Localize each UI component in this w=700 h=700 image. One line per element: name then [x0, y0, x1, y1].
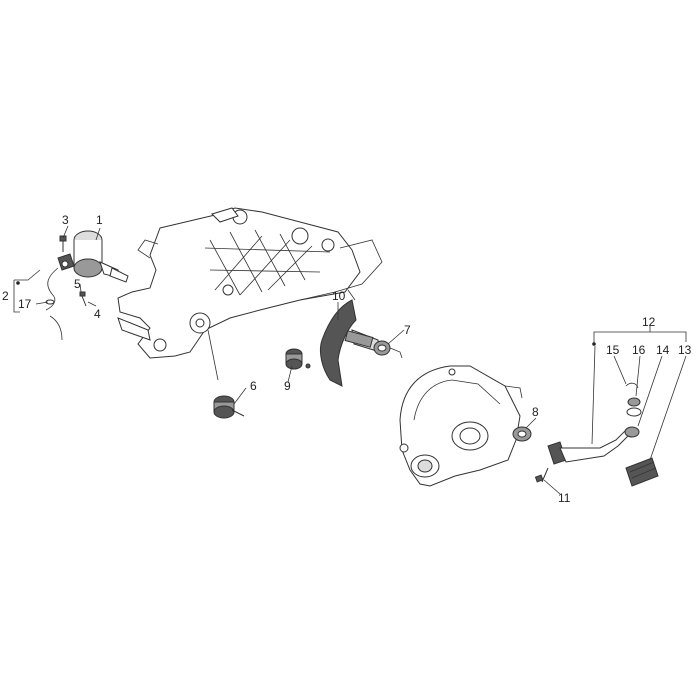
callout-11: 11 [558, 491, 571, 505]
bolt-5 [79, 291, 87, 307]
starter-motor [73, 230, 129, 283]
bushing-9 [285, 348, 311, 370]
crankcase-half [117, 207, 383, 359]
kick-start-lever [547, 345, 629, 465]
callout-8: 8 [532, 405, 539, 419]
callout-16: 16 [632, 343, 646, 357]
bolt-3 [59, 235, 67, 252]
callout-10: 10 [332, 289, 346, 303]
callout-15: 15 [606, 343, 620, 357]
starter-cable [45, 267, 63, 341]
transmission-cover [399, 365, 523, 487]
leader-lines [13, 225, 687, 495]
callout-9: 9 [284, 379, 291, 393]
callout-1: 1 [96, 213, 103, 227]
kick-spring-7 [373, 340, 403, 359]
circlip-15 [625, 382, 639, 389]
starter-gear-6 [207, 329, 245, 419]
lever-pedal-rubber-13 [625, 457, 659, 487]
starter-bracket [57, 253, 75, 271]
callout-3: 3 [62, 213, 69, 227]
kick-sector-gear-10 [319, 289, 381, 387]
callout-4: 4 [94, 307, 101, 321]
callout-5: 5 [74, 277, 81, 291]
callout-labels: 1 2 3 4 5 6 7 8 9 10 11 12 13 14 15 16 1… [2, 213, 692, 505]
callout-13: 13 [678, 343, 692, 357]
callout-2: 2 [2, 289, 9, 303]
callout-12: 12 [642, 315, 656, 329]
callout-7: 7 [404, 323, 411, 337]
callout-6: 6 [250, 379, 257, 393]
washer-16 [626, 397, 642, 417]
bolt-11 [534, 467, 549, 483]
callout-17: 17 [18, 297, 32, 311]
callout-14: 14 [656, 343, 670, 357]
lever-pivot-14 [624, 426, 640, 438]
washer-8 [512, 426, 532, 442]
